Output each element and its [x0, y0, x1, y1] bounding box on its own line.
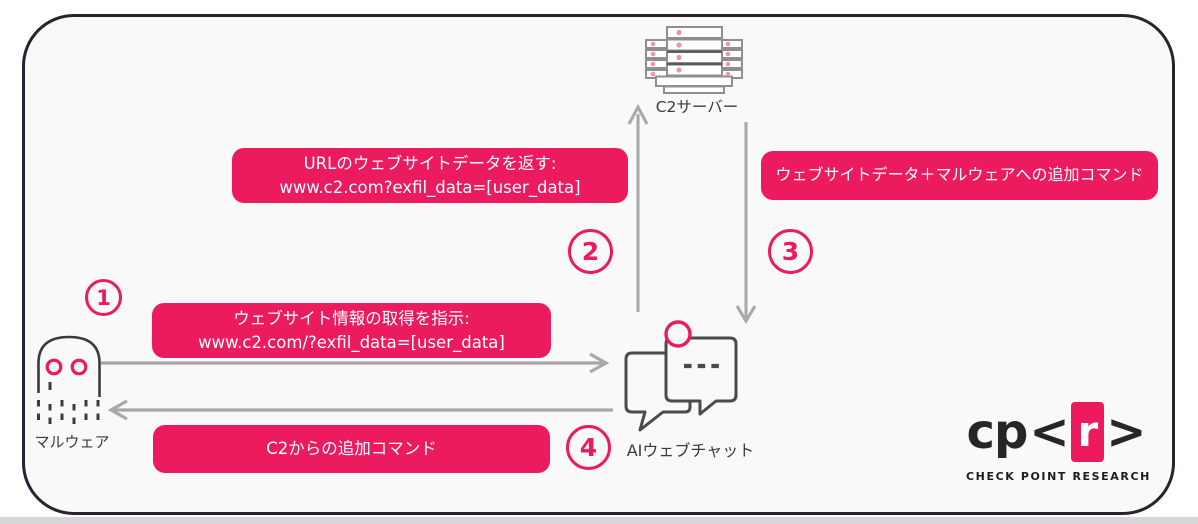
arrow-malware-to-chat: [101, 352, 610, 374]
cpr-logo: cp < r > CHECK POINT RESEARCH: [966, 402, 1151, 483]
bottom-edge-strip: [0, 517, 1198, 524]
arrow-chat-to-c2: [627, 103, 649, 312]
cpr-logo-subtitle: CHECK POINT RESEARCH: [966, 470, 1151, 483]
ai-webchat-label: AIウェブチャット: [626, 441, 755, 460]
step4-line1: C2からの追加コマンド: [266, 439, 437, 459]
step-badge-4: 4: [566, 425, 611, 470]
label-step4-additional-commands: C2からの追加コマンド: [153, 425, 550, 473]
step2-line2: www.c2.com?exfil_data=[user_data]: [279, 177, 581, 197]
ghost-fringe: [37, 400, 100, 427]
logo-open-bracket: <: [1029, 404, 1069, 460]
label-step2-return-website-data: URLのウェブサイトデータを返す: www.c2.com?exfil_data=…: [232, 148, 628, 203]
malware-label: マルウェア: [34, 433, 110, 451]
step1-line2: www.c2.com/?exfil_data=[user_data]: [198, 332, 505, 352]
ghost-eye-left: [45, 358, 63, 376]
arrow-chat-to-malware: [107, 399, 613, 421]
logo-close-bracket: >: [1106, 404, 1146, 460]
ghost-eye-right: [70, 358, 88, 376]
malware-ghost-icon: [37, 335, 101, 427]
ai-webchat-icon: [624, 320, 738, 432]
label-step1-instruct-fetch: ウェブサイト情報の取得を指示: www.c2.com/?exfil_data=[…: [152, 303, 551, 358]
arrow-c2-to-chat: [735, 122, 757, 324]
step2-line1: URLのウェブサイトデータを返す:: [303, 154, 557, 174]
logo-r-badge: r: [1070, 402, 1105, 462]
step-badge-3: 3: [768, 229, 813, 274]
cpr-logo-wordmark: cp < r >: [966, 402, 1146, 462]
c2-server-label: C2サーバー: [655, 98, 739, 116]
step-badge-2: 2: [568, 229, 613, 274]
step3-line1: ウェブサイトデータ＋マルウェアへの追加コマンド: [775, 165, 1144, 185]
logo-cp-text: cp: [966, 404, 1029, 460]
c2-server-icon: [645, 26, 743, 94]
chat-bubble-left: [624, 351, 692, 432]
label-step3-website-data-plus-commands: ウェブサイトデータ＋マルウェアへの追加コマンド: [761, 151, 1158, 200]
chat-bubble-right: [664, 336, 738, 416]
arrows: [101, 103, 757, 421]
step1-line1: ウェブサイト情報の取得を指示:: [233, 309, 470, 329]
step-badge-1: 1: [85, 279, 122, 316]
server-led-dots: [650, 29, 731, 77]
chat-status-circle: [664, 320, 692, 348]
